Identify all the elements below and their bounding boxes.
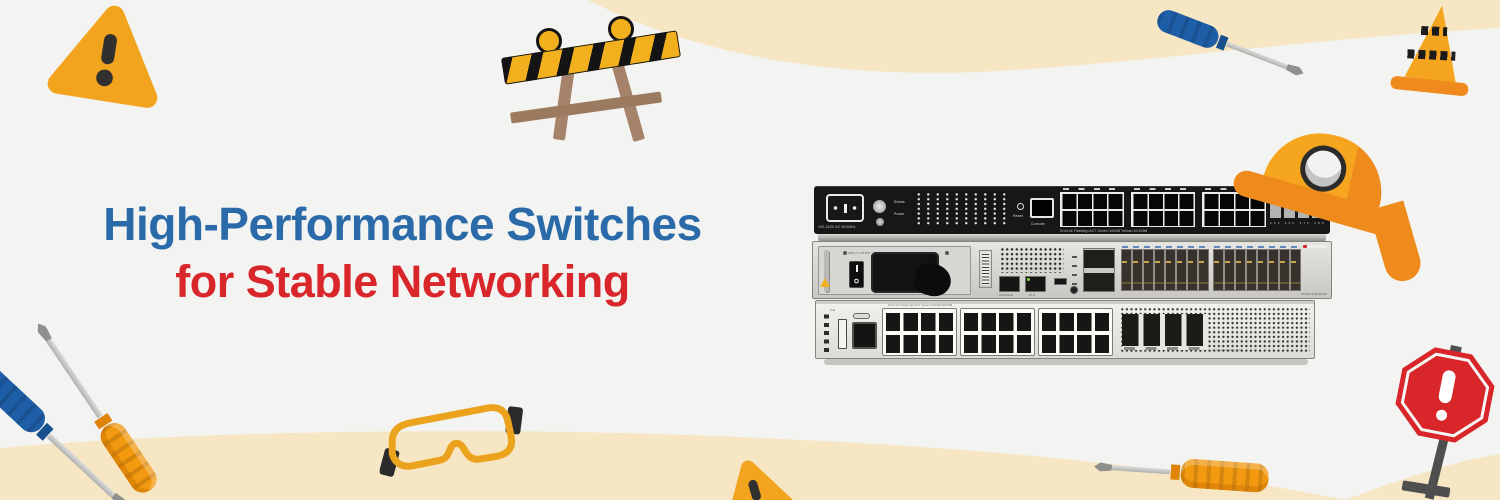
ac-inlet bbox=[826, 194, 864, 222]
status-led-label: Status bbox=[894, 200, 905, 204]
warning-triangle-icon bbox=[725, 460, 801, 500]
cream-bottom-band bbox=[0, 431, 1345, 500]
huawei-logo: HUAWEI bbox=[1303, 244, 1327, 249]
reset-label: Reset bbox=[1013, 214, 1023, 218]
power-led-label: Power bbox=[894, 212, 905, 216]
cone-stripe bbox=[1420, 25, 1448, 37]
led-column bbox=[1072, 249, 1077, 285]
screw bbox=[843, 251, 847, 255]
switch-stack-image: 100-240V AC 50/60Hz Status Power Reset C… bbox=[812, 186, 1332, 368]
ac-rating-label: 100-240V AC 50/60Hz bbox=[818, 225, 856, 229]
construction-barrier-icon bbox=[500, 14, 682, 143]
barcode-sticker bbox=[979, 250, 992, 288]
ethernet-port bbox=[1025, 276, 1046, 292]
headline-line2: for Stable Networking bbox=[175, 256, 630, 307]
headline: High-Performance Switches for Stable Net… bbox=[55, 196, 750, 310]
round-button bbox=[1070, 286, 1078, 294]
sign-octagon bbox=[1390, 342, 1499, 448]
usb-port bbox=[1054, 278, 1067, 285]
eth-label: ETH bbox=[1029, 294, 1035, 297]
cone-body bbox=[1400, 1, 1473, 86]
small-button bbox=[876, 218, 884, 226]
rj45-port-group bbox=[1060, 188, 1124, 227]
oval-button bbox=[853, 313, 870, 319]
rj45-port-group bbox=[960, 308, 1035, 356]
power-module: INPUT OUTPUT bbox=[818, 246, 971, 295]
console-port bbox=[852, 322, 877, 349]
vent-grid bbox=[1000, 247, 1064, 273]
console-label: Console bbox=[1031, 222, 1045, 226]
rack-rail bbox=[818, 234, 1326, 241]
rj45-port-group bbox=[882, 308, 957, 356]
exclamation-dot bbox=[1435, 409, 1448, 422]
port-legend: Grn/Lnk Flashing=ACT Green=1000M Yellow=… bbox=[1060, 229, 1148, 233]
console-label: CONSOLE bbox=[999, 294, 1014, 297]
psu-handle bbox=[824, 250, 829, 292]
screwdriver-tip bbox=[1094, 462, 1113, 472]
led-column bbox=[824, 310, 829, 352]
psu-warning-triangle-icon bbox=[820, 278, 830, 287]
warning-triangle-icon bbox=[47, 5, 158, 108]
led-matrix bbox=[914, 192, 1010, 226]
power-socket-with-cable bbox=[871, 252, 939, 293]
ac-inlet-glyph bbox=[828, 196, 862, 220]
screw bbox=[945, 251, 949, 255]
console-port bbox=[999, 276, 1020, 292]
stat-label: Stat bbox=[830, 309, 836, 312]
reset-button bbox=[1017, 203, 1024, 210]
sfp-legend: Grn/Lnk Flashing=ACT bbox=[1212, 349, 1243, 352]
safety-goggles-icon bbox=[379, 404, 523, 477]
warning-stop-sign-icon bbox=[1390, 342, 1500, 500]
stack-shadow bbox=[824, 359, 1308, 365]
traffic-cone-icon bbox=[1389, 0, 1480, 103]
qsfp-cage-stack bbox=[1083, 248, 1115, 292]
port-legend: Grn/Lnk Flashing=ACT Green=10/100/1000M bbox=[888, 303, 953, 307]
exclamation-bar bbox=[1438, 369, 1457, 404]
sfp-cage-group bbox=[1213, 246, 1301, 291]
sign-white-ring bbox=[1396, 348, 1494, 443]
screwdriver-shaft bbox=[1111, 465, 1170, 475]
rj45-port-group bbox=[1131, 188, 1195, 227]
headline-line1: High-Performance Switches bbox=[103, 198, 702, 250]
sfp-port-labels: 25F 26F 27F 28F bbox=[1270, 221, 1327, 225]
sfp-cage-group bbox=[1122, 314, 1210, 350]
sfp-cage-group bbox=[1121, 246, 1209, 291]
sign-inner-red bbox=[1400, 351, 1491, 439]
power-button bbox=[873, 200, 886, 213]
switch-bottom-24port: Stat Grn/Lnk Flashing=ACT Green=10/100/1… bbox=[815, 300, 1315, 359]
power-rocker-switch bbox=[849, 261, 864, 288]
barrier-striped-bar bbox=[500, 30, 682, 85]
screwdriver-tip bbox=[1285, 63, 1305, 78]
cream-top-arc bbox=[588, 0, 1500, 73]
rj45-port-group bbox=[1038, 308, 1113, 356]
switch-middle-huawei: INPUT OUTPUT CONSOLE ETH HUAWEI S6730-26… bbox=[812, 241, 1332, 299]
usb-port bbox=[838, 319, 847, 349]
screwdriver-ferrule bbox=[1170, 464, 1181, 480]
cream-corner-patch bbox=[1345, 454, 1500, 500]
psu-io-labels: INPUT OUTPUT bbox=[848, 251, 872, 255]
model-number: S6730-26Q-EI24S bbox=[1301, 292, 1327, 296]
console-port bbox=[1030, 198, 1054, 218]
screwdriver-handle bbox=[1179, 458, 1270, 494]
